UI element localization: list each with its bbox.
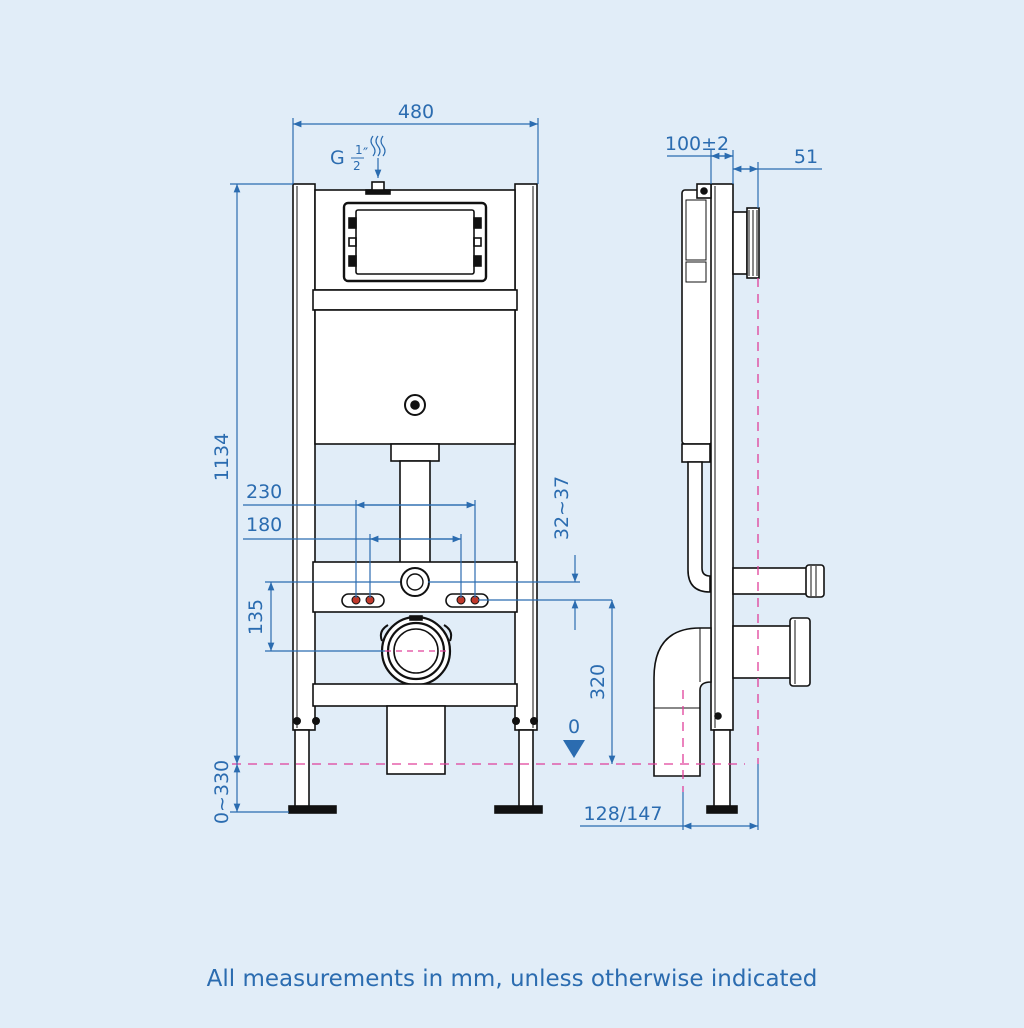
left-foot [288,805,337,814]
centerlines [232,278,759,792]
height-label: 1134 [211,433,233,481]
inlet-label-g: G [330,147,345,169]
inlet-label-num: 1 [355,143,363,157]
width-label: 480 [398,101,434,123]
zero-label: 0 [568,716,580,738]
footnote: All measurements in mm, unless otherwise… [206,966,818,992]
flush-pipe [399,460,431,566]
pipe-label: 51 [794,146,818,168]
cistern-body [314,309,516,445]
bolt-outer-label: 230 [246,481,282,503]
lower-crossbar [312,683,518,707]
dimensions [230,118,822,830]
bolt-vertical-label: 32~37 [551,476,573,540]
side-waste-connector [732,625,794,679]
offset-label: 128/147 [584,803,663,825]
waste-bend-box [386,705,446,775]
side-flush-pipe [687,461,711,593]
right-leg [518,729,534,809]
inlet-label-inch: ″ [363,146,368,162]
bolt-inner-label: 180 [246,514,282,536]
right-upright [514,183,538,731]
side-view [653,183,825,814]
bolt-slot-left [341,593,385,608]
foot-label: 0~330 [211,760,233,824]
front-view [288,181,543,814]
inlet-label-den: 2 [353,159,361,173]
side-waste-bend [653,627,712,777]
side-flush-connector [732,567,809,595]
upper-crossbar [312,289,518,311]
depth-label: 100±2 [665,133,729,155]
waste-height-label: 135 [245,599,267,635]
inlet-water-icon [370,135,386,157]
side-upright [710,183,734,731]
side-leg [713,729,731,809]
left-leg [294,729,310,809]
drain-height-label: 320 [587,664,609,700]
flush-pipe-collar [390,443,440,462]
side-inlet-connector [732,211,748,275]
right-foot [494,805,543,814]
zero-level-marker [563,740,585,758]
left-upright [292,183,316,731]
